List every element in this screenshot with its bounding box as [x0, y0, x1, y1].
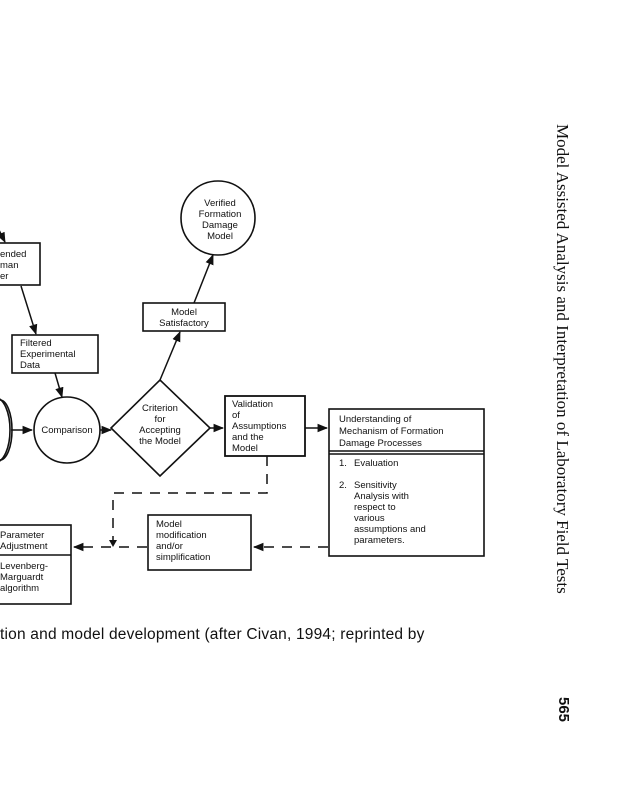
item2-line-2: Analysis with: [354, 491, 409, 502]
model-satisfactory-node: Model Satisfactory: [142, 302, 226, 332]
modification-line-1: Model: [156, 519, 182, 530]
understanding-node: Understanding of Mechanism of Formation …: [328, 408, 485, 557]
validation-node: Validation of Assumptions and the Model: [224, 395, 306, 457]
parameter-adjustment-node: Parameter Adjustment Levenberg- Marguard…: [0, 524, 72, 605]
verified-line-2: Formation: [199, 209, 242, 220]
comparison-node: Comparison: [33, 396, 101, 464]
figure-caption: tion and model development (after Civan,…: [0, 626, 425, 643]
validation-line-1: Validation: [232, 399, 273, 410]
verified-model-node: Verified Formation Damage Model: [180, 180, 256, 256]
criterion-decision-node: Criterion for Accepting the Model: [109, 378, 212, 478]
understanding-line-1: Understanding of: [339, 414, 412, 425]
modification-line-3: and/or: [156, 541, 183, 552]
item2-line-5: assumptions and: [354, 524, 426, 535]
comparison-label: Comparison: [41, 425, 92, 436]
dashed-feedback-from-validation: [112, 456, 268, 544]
validation-line-3: Assumptions: [232, 421, 287, 432]
criterion-line-4: the Model: [139, 436, 181, 447]
modification-line-4: simplification: [156, 552, 210, 563]
arrow-ekf-to-filtered: [20, 285, 38, 336]
extended-kalman-filter-node: ended man er: [0, 242, 41, 286]
understanding-line-2: Mechanism of Formation: [339, 426, 444, 437]
arrow-into-ekf: [0, 230, 6, 243]
ekf-line-1: ended: [0, 249, 26, 260]
item2-number: 2.: [339, 480, 347, 491]
filtered-line-2: Experimental: [20, 349, 75, 360]
validation-line-5: Model: [232, 443, 258, 454]
running-head: Model Assisted Analysis and Interpretati…: [552, 124, 572, 664]
page-number: 565: [552, 697, 572, 737]
levenberg-line-2: Marguardt: [0, 572, 44, 583]
verified-line-1: Verified: [204, 198, 236, 209]
filtered-line-1: Filtered: [20, 338, 52, 349]
page-number-text: 565: [555, 697, 572, 723]
satisfactory-line-2: Satisfactory: [159, 318, 209, 329]
arrow-criterion-to-satisfactory: [159, 331, 181, 381]
verified-line-4: Model: [207, 231, 233, 242]
validation-line-4: and the: [232, 432, 264, 443]
ekf-line-3: er: [0, 271, 8, 282]
filtered-data-node: Filtered Experimental Data: [11, 334, 99, 374]
satisfactory-line-1: Model: [171, 307, 197, 318]
item2-line-1: Sensitivity: [354, 480, 397, 491]
criterion-line-3: Accepting: [139, 425, 181, 436]
ekf-line-2: man: [0, 260, 18, 271]
validation-line-2: of: [232, 410, 240, 421]
arrow-satisfactory-to-verified: [193, 254, 214, 304]
item2-line-3: respect to: [354, 502, 396, 513]
item2-line-6: parameters.: [354, 535, 405, 546]
understanding-line-3: Damage Processes: [339, 438, 422, 449]
verified-line-3: Damage: [202, 220, 238, 231]
item1-text: Evaluation: [354, 458, 398, 469]
criterion-line-2: for: [154, 414, 165, 425]
arrow-filtered-to-comparison: [54, 372, 64, 399]
model-modification-node: Model modification and/or simplification: [147, 514, 252, 571]
parameter-line-1: Parameter: [0, 530, 44, 541]
item1-number: 1.: [339, 458, 347, 469]
levenberg-line-1: Levenberg-: [0, 561, 48, 572]
criterion-line-1: Criterion: [142, 403, 178, 414]
levenberg-line-3: algorithm: [0, 583, 39, 594]
running-head-text: Model Assisted Analysis and Interpretati…: [553, 124, 572, 594]
modification-line-2: modification: [156, 530, 207, 541]
filtered-line-3: Data: [20, 360, 41, 371]
parameter-line-2: Adjustment: [0, 541, 48, 552]
item2-line-4: various: [354, 513, 385, 524]
